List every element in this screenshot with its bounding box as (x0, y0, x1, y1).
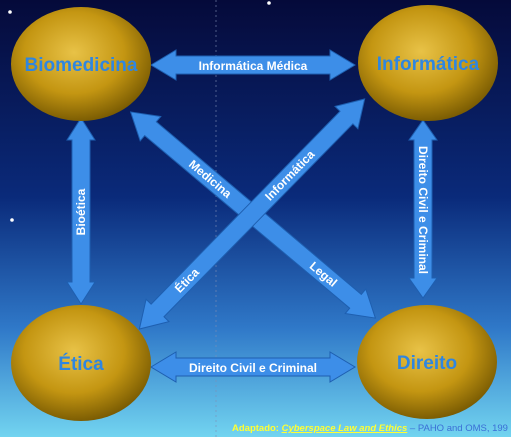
bullet-dot (10, 218, 14, 222)
credit-prefix: Adaptado: (232, 423, 279, 434)
node-label-etica: Ética (58, 353, 104, 375)
node-label-direito: Direito (397, 353, 457, 374)
label-left: Bioética (74, 188, 88, 235)
credit-title[interactable]: Cyberspace Law and Ethics (281, 423, 408, 434)
arrow-top: Informática Médica (150, 49, 356, 81)
node-direito: Direito (357, 305, 497, 419)
arrow-bottom: Direito Civil e Criminal (150, 351, 356, 383)
source-credit: Adaptado: Cyberspace Law and Ethics – PA… (232, 423, 508, 435)
credit-rest: – PAHO and OMS, 199 (409, 423, 508, 434)
node-biomedicina: Biomedicina (11, 7, 151, 121)
arrow-left: Bioética (66, 117, 96, 305)
bullet-dot (8, 10, 12, 14)
label-right: Direito Civil e Criminal (416, 146, 430, 274)
arrow-right: Direito Civil e Criminal (408, 119, 438, 299)
node-informatica: Informática (358, 5, 498, 121)
bullet-dot (267, 1, 271, 5)
node-label-biomedicina: Biomedicina (25, 55, 138, 76)
label-top: Informática Médica (199, 59, 308, 73)
label-bottom: Direito Civil e Criminal (189, 361, 317, 375)
node-etica: Ética (11, 305, 151, 421)
node-label-informatica: Informática (377, 54, 480, 75)
